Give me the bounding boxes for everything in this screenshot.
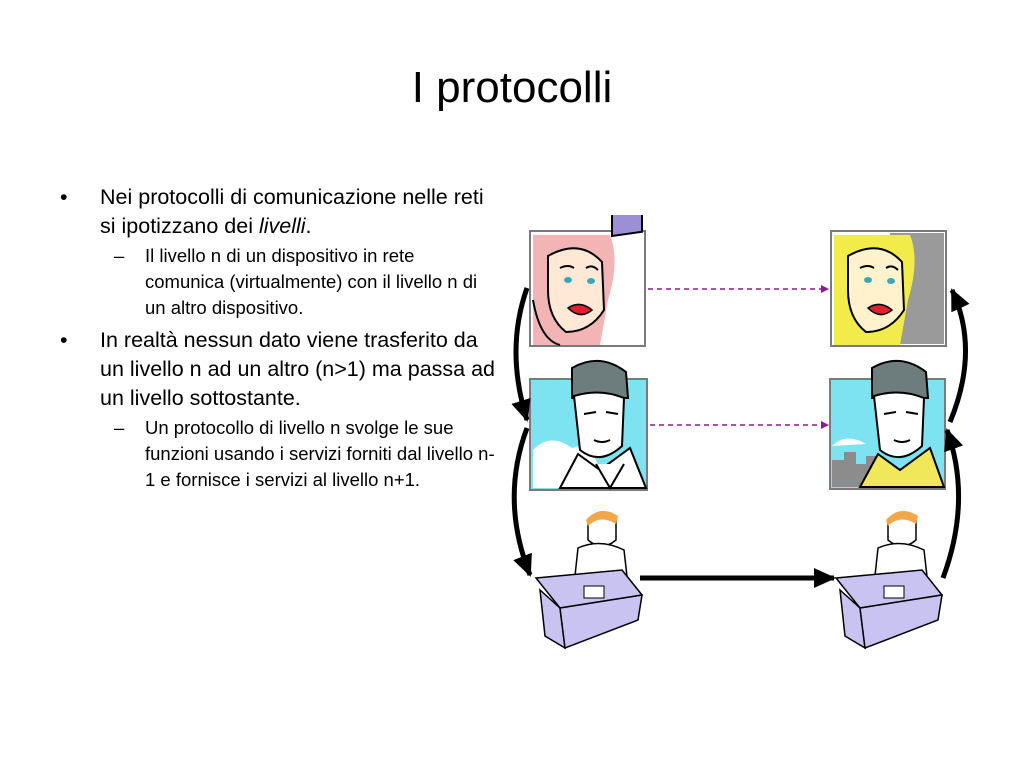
sub-bullet-text: Un protocollo di livello n svolge le sue…	[145, 417, 495, 490]
slide-title: I protocolli	[411, 63, 613, 112]
bullet-emphasis: livelli	[258, 214, 306, 238]
up-arrow	[940, 428, 964, 579]
bullet-marker: •	[60, 185, 68, 209]
bullet-item: • In realtà nessun dato viene trasferito…	[58, 326, 498, 413]
down-arrow	[511, 427, 533, 577]
man-portrait-icon	[529, 360, 648, 491]
sub-bullet-marker: –	[114, 417, 125, 438]
sub-bullet-item: – Il livello n di un dispositivo in rete…	[58, 243, 498, 321]
bullet-item: • Nei protocolli di comunicazione nelle …	[58, 183, 498, 241]
protocol-layers-diagram	[511, 215, 970, 650]
sub-bullet-text: Il livello n di un dispositivo in rete c…	[145, 245, 478, 318]
woman-at-computer-icon	[529, 215, 646, 347]
person-at-desk-icon	[534, 510, 644, 650]
bullet-text: In realtà nessun dato viene trasferito d…	[100, 328, 495, 410]
man-portrait-icon	[829, 360, 946, 490]
bullet-text: Nei protocolli di comunicazione nelle re…	[100, 185, 484, 238]
woman-at-computer-icon	[830, 230, 947, 347]
down-arrow	[511, 287, 531, 422]
sub-bullet-item: – Un protocollo di livello n svolge le s…	[58, 415, 498, 493]
person-at-desk-icon	[834, 510, 944, 650]
up-arrow	[947, 288, 970, 423]
bullet-marker: •	[60, 328, 68, 352]
bullet-text-end: .	[305, 214, 312, 238]
sub-bullet-marker: –	[114, 245, 125, 266]
bullet-list: • Nei protocolli di comunicazione nelle …	[58, 183, 498, 498]
